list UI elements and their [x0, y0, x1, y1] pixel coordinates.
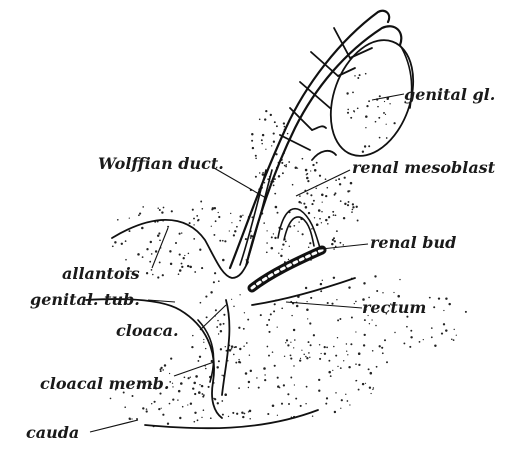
- label-renal-bud: renal bud: [370, 233, 456, 252]
- mesonephric-tubules: [280, 28, 372, 160]
- label-allantois: allantois: [62, 264, 140, 283]
- label-rectum: rectum: [362, 298, 426, 317]
- rectum-duct-shape: [252, 250, 322, 288]
- label-renal-mesoblast: renal mesoblast: [352, 158, 496, 177]
- label-cauda: cauda: [26, 423, 79, 442]
- label-cloaca: cloaca.: [116, 321, 179, 340]
- label-genital-gland: genital gl.: [404, 85, 495, 104]
- renal-bud-shape: [278, 209, 320, 248]
- label-wolffian-duct: Wolffian duct.: [98, 154, 224, 173]
- wolffian-duct-shape: [240, 170, 272, 265]
- label-genital-tubercle: genital. tub.: [30, 290, 140, 309]
- ventral-outline: [86, 299, 318, 428]
- label-cloacal-membrane: cloacal memb.: [40, 374, 169, 393]
